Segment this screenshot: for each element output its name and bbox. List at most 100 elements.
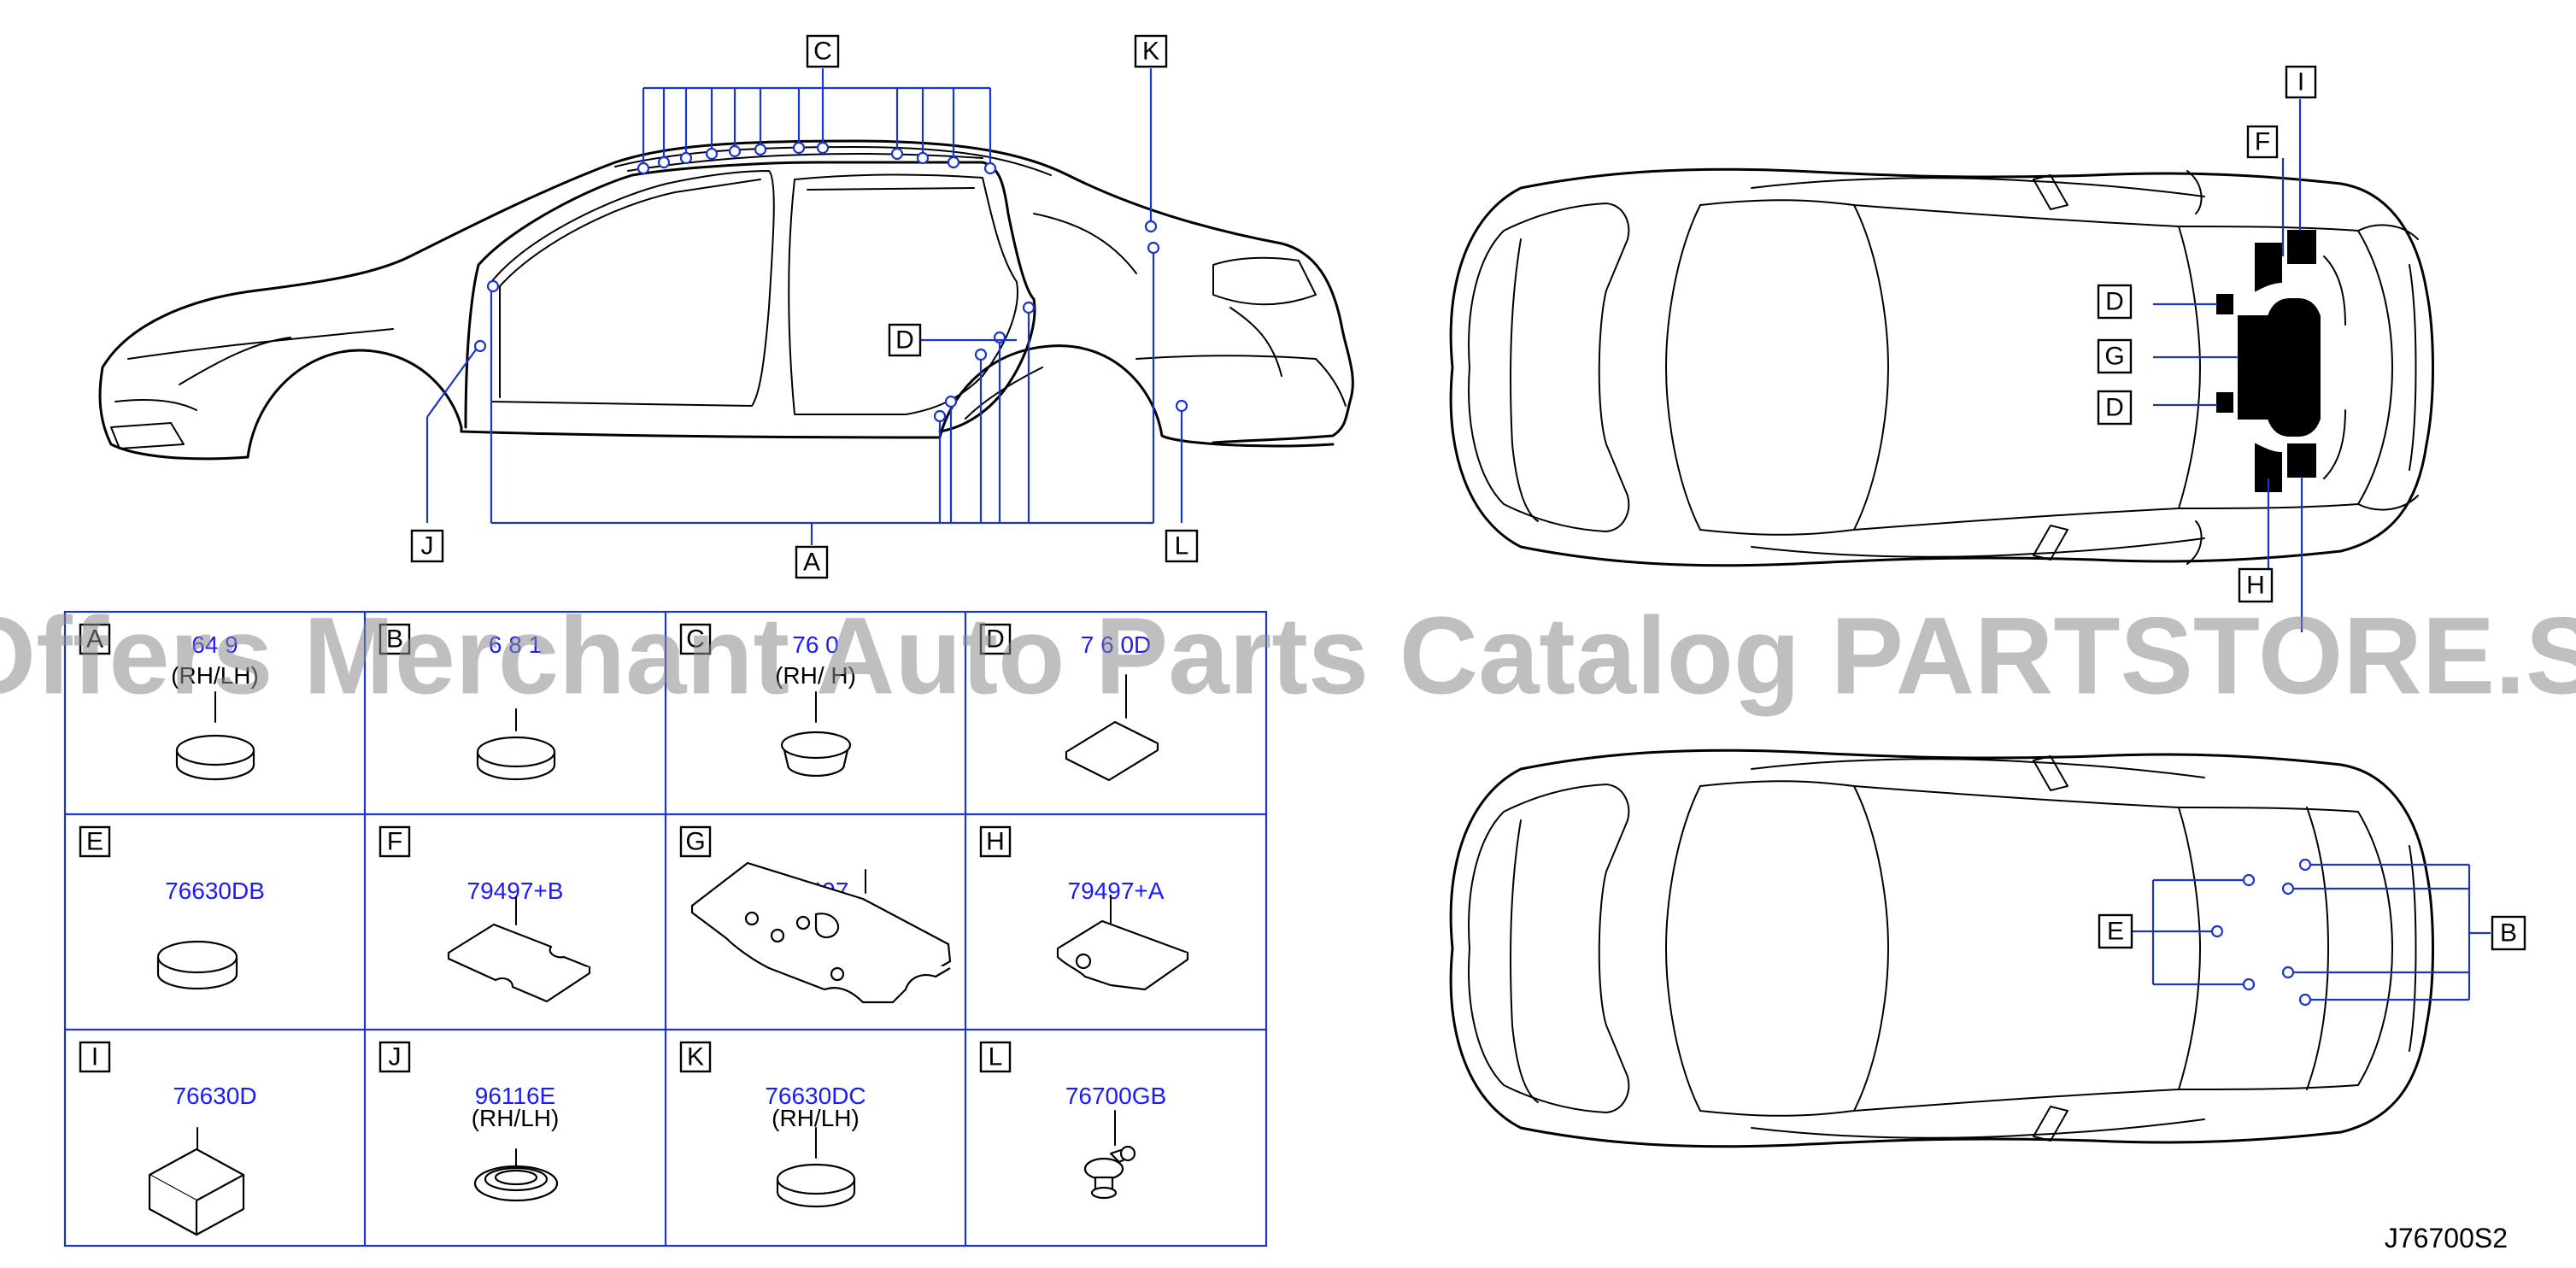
legend-letter-box (79, 825, 111, 858)
legend-part-number: 6 8 1 (489, 631, 542, 658)
part-f-pad (447, 896, 591, 1003)
callout-f: F (2246, 125, 2279, 159)
callout-a: A (795, 545, 829, 579)
svg-text:D: D (2105, 288, 2124, 316)
legend-cell-j: J 96116E(RH/LH) (378, 1041, 560, 1131)
legend-letter: J (389, 1043, 402, 1071)
legend-letter: C (686, 625, 705, 654)
legend-letter-box (979, 825, 1012, 858)
legend-letter-box (378, 1041, 411, 1073)
svg-text:D: D (2105, 394, 2124, 422)
legend-qty-note: (RH/ H) (775, 662, 856, 689)
part-h-pad (1056, 895, 1189, 991)
part-a-cap (175, 691, 255, 781)
drawing-code: J76700S2 (2385, 1223, 2508, 1253)
legend-cell-c: C 76 0 (RH/ H) (679, 623, 856, 689)
svg-text:K: K (1142, 38, 1159, 66)
legend-letter-box (79, 623, 111, 655)
callout-i: I (2285, 65, 2317, 99)
part-i-block (148, 1127, 245, 1236)
legend-letter: A (86, 625, 103, 654)
part-c-plug (780, 691, 852, 778)
legend-qty-note: (RH/LH) (171, 662, 259, 689)
callout-d: D (888, 323, 922, 357)
legend-cell-b: B 6 8 1 (378, 623, 542, 658)
side-view-leaders (425, 68, 1188, 545)
callout-d-lower: D (2097, 390, 2133, 426)
legend-letter: I (91, 1043, 98, 1071)
legend-letter-box (979, 1041, 1012, 1073)
legend-qty-note: (RH/LH) (772, 1105, 860, 1131)
svg-text:H: H (2246, 572, 2265, 600)
svg-text:A: A (803, 549, 820, 577)
legend-cell-h: H 79497+A (979, 825, 1165, 904)
part-e-disc (156, 940, 238, 990)
legend-cell-i: I 76630D (79, 1041, 257, 1109)
legend-letter: D (986, 625, 1005, 654)
legend-part-shapes (148, 674, 1189, 1236)
callout-l: L (1165, 529, 1199, 563)
legend-part-number: 7 6 0D (1081, 631, 1152, 658)
legend-letter: E (86, 828, 103, 856)
legend-part-number: 76 0 (792, 631, 839, 658)
callout-g: G (2097, 338, 2133, 374)
legend-letter-box (79, 1041, 111, 1073)
legend-letter: H (986, 828, 1005, 856)
top-callouts: I F D G D H (2097, 65, 2317, 603)
bottom-view-leaders (2132, 858, 2491, 1007)
svg-text:E: E (2107, 918, 2124, 946)
legend-cell-e: E 76630DB (79, 825, 265, 904)
callout-b: B (2491, 915, 2526, 951)
legend-cell-k: K 76630DC(RH/LH) (679, 1041, 866, 1131)
callout-e: E (2098, 913, 2133, 949)
legend-cell-l: L 76700GB (979, 1041, 1166, 1109)
callout-c: C (806, 34, 840, 68)
top-view-lower (1449, 748, 2434, 1148)
part-g-pad (690, 861, 952, 1004)
side-view-body (98, 139, 1354, 461)
svg-text:G: G (2104, 343, 2124, 371)
legend-letter-box (378, 825, 411, 858)
callout-k: K (1134, 34, 1168, 68)
legend-part-number: 76700GB (1065, 1083, 1166, 1109)
callout-d-upper: D (2097, 284, 2133, 320)
callout-j: J (410, 529, 444, 563)
legend-letter-box (679, 825, 712, 858)
legend-letter: K (687, 1043, 704, 1071)
top-view-leaders (2153, 99, 2303, 632)
legend-part-number: 79497+A (1068, 878, 1165, 904)
legend-qty-note: (RH/LH) (472, 1105, 560, 1131)
legend-part-number: 76630DB (165, 878, 265, 904)
svg-text:D: D (895, 326, 914, 355)
part-l-clip (1083, 1110, 1136, 1200)
legend-letter: B (386, 625, 403, 654)
legend-cells: A 64 9 (RH/LH) B 6 8 1 C 76 0 (RH/ H) D 7 6 0D E 76… (79, 623, 1166, 1131)
legend-letter: L (989, 1043, 1003, 1071)
legend-letter: G (685, 828, 705, 856)
legend-letter-box (679, 1041, 712, 1073)
legend-grid (63, 610, 1268, 1247)
legend-part-number: 96116E (475, 1083, 555, 1109)
legend-letter-box (378, 623, 411, 655)
legend-part-number: 76630DC (765, 1083, 866, 1109)
callout-h: H (2238, 567, 2274, 603)
part-b-cap (476, 708, 556, 781)
part-k-disc (776, 1127, 856, 1208)
side-callouts: C K D J A L (410, 34, 1199, 579)
legend-letter-box (979, 623, 1012, 655)
part-j-grommet (473, 1148, 559, 1202)
legend-cell-a: A 64 9 (RH/LH) (79, 623, 259, 689)
legend-part-number: 76630D (173, 1083, 256, 1109)
svg-text:J: J (421, 532, 434, 561)
legend-part-number: 64 9 (191, 631, 238, 658)
svg-text:B: B (2500, 919, 2517, 948)
legend-cell-d: D 7 6 0D (979, 623, 1152, 658)
svg-text:C: C (813, 38, 832, 66)
bottom-callouts: E B (2098, 913, 2526, 951)
svg-text:L: L (1175, 532, 1189, 561)
legend-letter: F (387, 828, 402, 856)
legend-letter-box (679, 623, 712, 655)
part-d-pad (1065, 674, 1159, 782)
